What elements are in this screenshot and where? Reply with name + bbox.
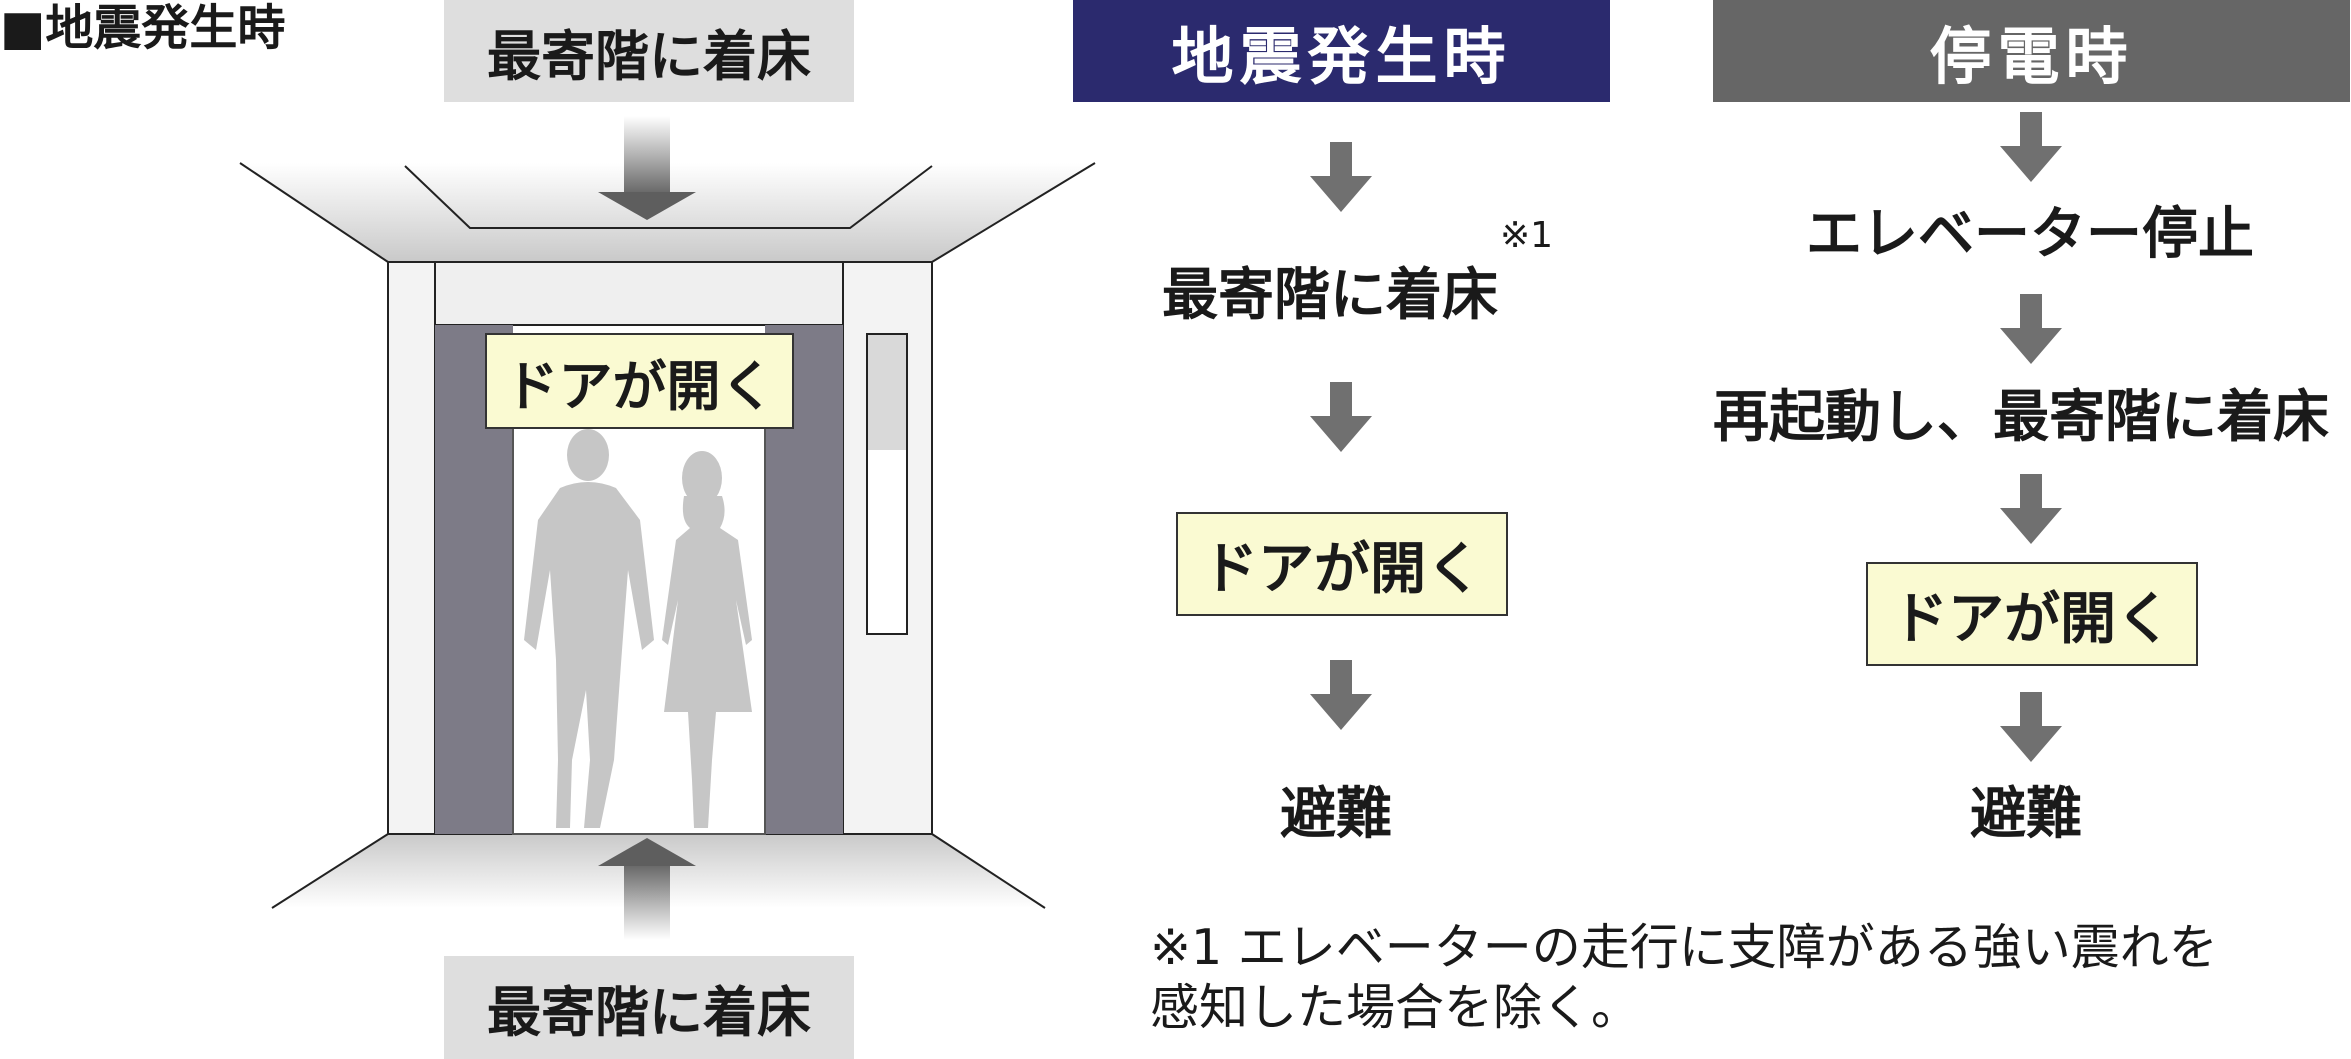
door-open-label: ドアが開く	[485, 333, 794, 429]
arrow-down-icon	[2000, 474, 2062, 544]
arrow-down-icon	[2000, 692, 2062, 762]
earthquake-step-door-open: ドアが開く	[1176, 512, 1508, 616]
arrow-down-gradient	[598, 116, 696, 220]
outage-step-stop: エレベーター停止	[1806, 202, 2254, 267]
ceiling	[239, 162, 1096, 263]
people-silhouette	[524, 429, 752, 828]
arrow-up-gradient	[598, 838, 696, 940]
page-heading: ■地震発生時	[0, 0, 286, 56]
footnote-line-2: 感知した場合を除く。	[1150, 978, 1641, 1036]
arrow-down-icon	[2000, 294, 2062, 364]
arrow-down-icon	[1310, 142, 1372, 212]
arrow-down-icon	[2000, 112, 2062, 182]
outage-header: 停電時	[1713, 0, 2350, 102]
outage-flow-arrows	[2000, 112, 2062, 762]
top-floor-label: 最寄階に着床	[444, 0, 854, 102]
outage-step-evacuate: 避難	[1970, 782, 2082, 847]
earthquake-header: 地震発生時	[1073, 0, 1610, 102]
footnote-line-1: ※1 エレベーターの走行に支障がある強い震れを	[1150, 919, 2218, 976]
earthquake-step-evacuate: 避難	[1280, 782, 1392, 847]
bottom-floor-label: 最寄階に着床	[444, 956, 854, 1059]
earthquake-flow-arrows	[1310, 142, 1372, 730]
arrow-down-icon	[1310, 382, 1372, 452]
earthquake-step-landing: 最寄階に着床	[1162, 263, 1498, 328]
outage-step-door-open: ドアが開く	[1866, 562, 2198, 666]
footnote-mark: ※1	[1500, 215, 1554, 256]
arrow-down-icon	[1310, 660, 1372, 730]
outage-step-restart: 再起動し、最寄階に着床	[1713, 385, 2329, 450]
control-panel	[866, 333, 908, 635]
footnote: ※1 エレベーターの走行に支障がある強い震れを 感知した場合を除く。	[1150, 918, 2218, 1038]
